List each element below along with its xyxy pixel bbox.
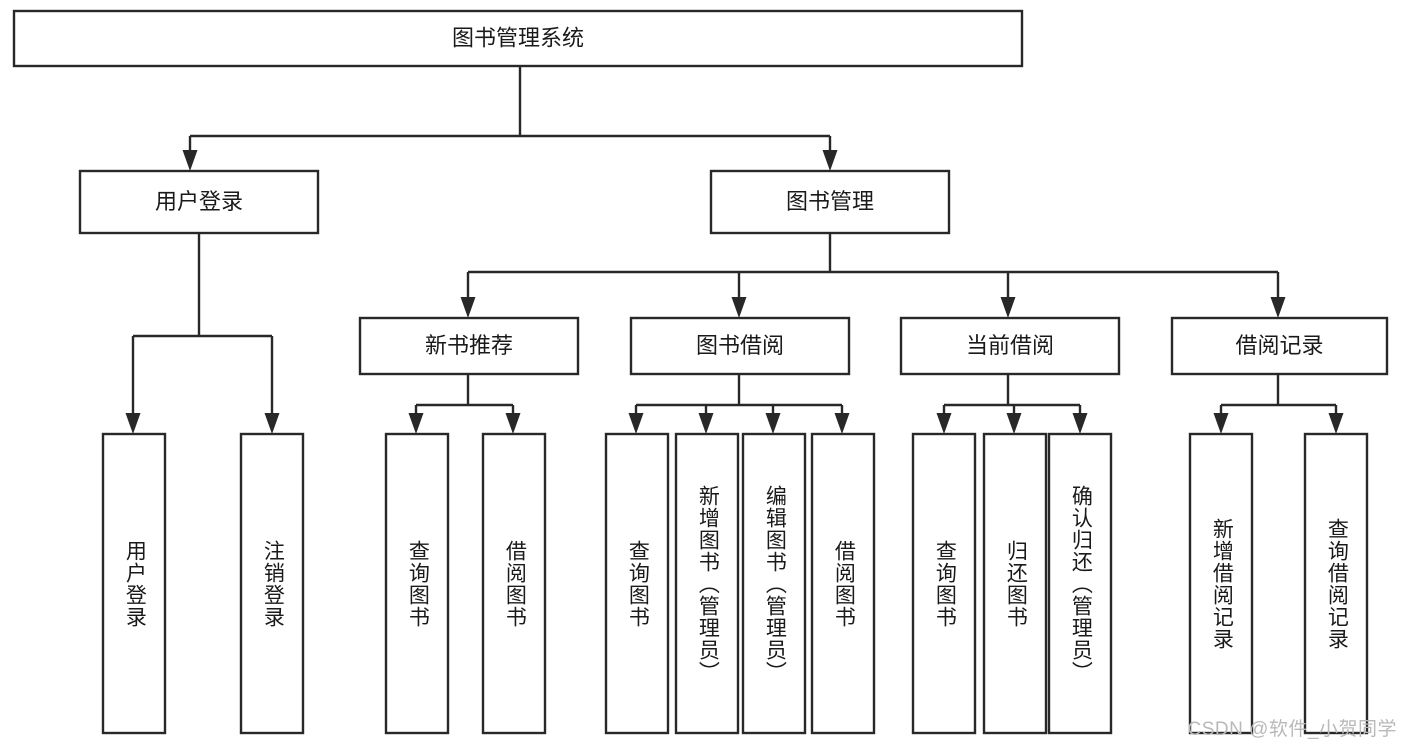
node-box-user-login[interactable] (78, 169, 320, 235)
arrow-head-icon-root-0 (182, 150, 198, 171)
arrow-head-icon-new-book-recommend-0 (408, 413, 424, 434)
node-label-user-login: 用户登录 (155, 189, 243, 214)
node-label-borrow-record: 借阅记录 (1235, 333, 1323, 358)
arrow-head-icon-book-borrow-1 (698, 413, 714, 434)
arrow-head-icon-book-manage-3 (1270, 297, 1286, 318)
arrow-head-icon-book-borrow-3 (834, 413, 850, 434)
node-box-current-borrow[interactable] (899, 316, 1121, 376)
arrow-head-icon-book-manage-0 (460, 297, 476, 318)
node-label-current-borrow: 当前借阅 (966, 333, 1054, 358)
leaf-box-leaf-query-record[interactable] (1303, 432, 1369, 735)
node-box-root[interactable] (12, 9, 1024, 68)
node-box-borrow-record[interactable] (1170, 316, 1389, 376)
arrow-head-icon-current-borrow-1 (1006, 413, 1022, 434)
leaf-box-leaf-user-login[interactable] (101, 432, 167, 735)
node-label-new-book-recommend: 新书推荐 (425, 333, 513, 358)
leaf-box-leaf-confirm-return[interactable] (1047, 432, 1113, 735)
watermark-text: CSDN @软件_小贺同学 (1187, 719, 1397, 740)
leaf-box-leaf-add-record[interactable] (1188, 432, 1254, 735)
leaf-box-leaf-query-book-1[interactable] (384, 432, 450, 735)
arrow-head-icon-user-login-1 (264, 413, 280, 434)
arrow-head-icon-book-borrow-0 (628, 413, 644, 434)
arrow-head-icon-new-book-recommend-1 (505, 413, 521, 434)
leaf-box-leaf-borrow-book-1[interactable] (481, 432, 547, 735)
arrow-head-icon-user-login-0 (125, 413, 141, 434)
node-label-book-borrow: 图书借阅 (696, 333, 784, 358)
arrow-head-icon-book-manage-1 (731, 297, 747, 318)
arrow-head-icon-book-borrow-2 (765, 413, 781, 434)
connectors-layer (125, 66, 1344, 434)
leaf-box-leaf-borrow-book-2[interactable] (810, 432, 876, 735)
leaf-box-leaf-edit-book[interactable] (741, 432, 807, 735)
leaf-box-leaf-logout[interactable] (239, 432, 305, 735)
arrow-head-icon-current-borrow-0 (936, 413, 952, 434)
node-box-new-book-recommend[interactable] (358, 316, 580, 376)
node-label-root: 图书管理系统 (452, 25, 584, 50)
node-box-book-borrow[interactable] (629, 316, 851, 376)
arrow-head-icon-borrow-record-0 (1213, 413, 1229, 434)
node-label-book-manage: 图书管理 (786, 189, 874, 214)
arrow-head-icon-borrow-record-1 (1328, 413, 1344, 434)
leaf-box-leaf-query-book-2[interactable] (604, 432, 670, 735)
node-box-book-manage[interactable] (709, 169, 951, 235)
arrow-head-icon-current-borrow-2 (1072, 413, 1088, 434)
leaf-box-leaf-return-book[interactable] (982, 432, 1048, 735)
arrow-head-icon-root-1 (822, 150, 838, 171)
arrow-head-icon-book-manage-2 (1000, 297, 1016, 318)
leaf-box-leaf-add-book[interactable] (674, 432, 740, 735)
boxes-layer (12, 9, 1389, 735)
leaf-box-leaf-query-book-3[interactable] (911, 432, 977, 735)
